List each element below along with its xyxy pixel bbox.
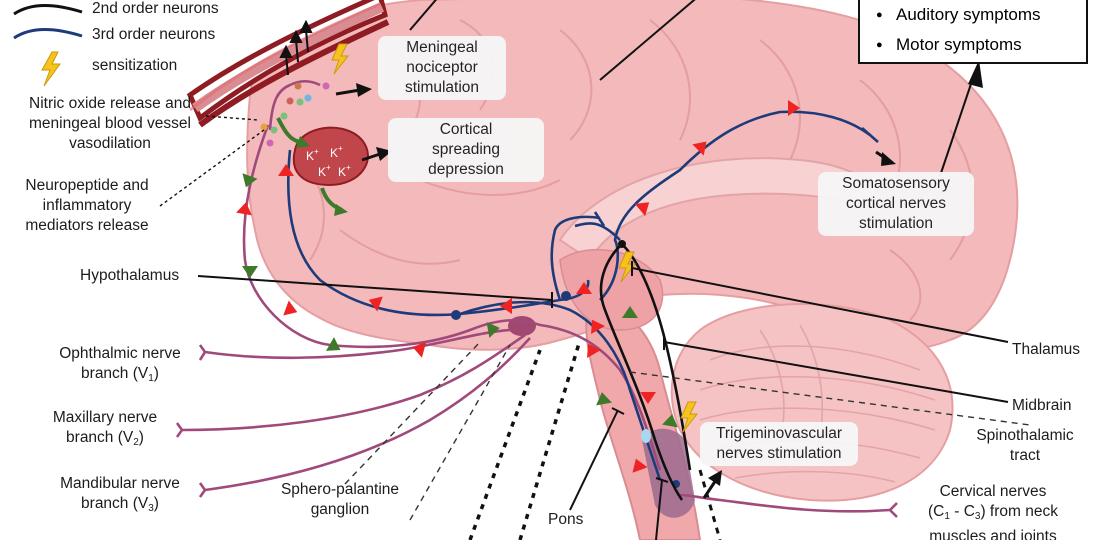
green-arrowhead	[296, 136, 310, 148]
csd-blob	[292, 126, 369, 187]
nerve-endings	[175, 344, 898, 518]
neuron-node	[451, 310, 461, 320]
svg-text:K: K	[338, 165, 346, 179]
lightning-icons	[331, 43, 699, 433]
spinal-dash	[698, 469, 722, 540]
second-order-neurons	[599, 243, 692, 501]
maxillary-label: Maxillary nerve branch (V2)	[52, 409, 158, 448]
cervical-nerves-label: Cervical nerves (C1 - C3) from neck musc…	[928, 483, 1058, 540]
synapse-bars	[593, 127, 879, 227]
midbrain-label: Midbrain	[1012, 397, 1072, 414]
svg-text:+: +	[346, 163, 351, 172]
meningeal-blood-vessel	[186, 0, 390, 128]
dotted-leaders	[159, 115, 265, 207]
somatosensory-box: Somatosensory cortical nerves stimulatio…	[818, 172, 974, 236]
first-order-nerves	[181, 79, 891, 513]
legend-third-order-line	[13, 28, 83, 40]
svg-text:K: K	[330, 146, 338, 160]
dashed-leaders	[344, 341, 1031, 521]
ophthalmic-label: Ophthalmic nerve branch (V1)	[59, 345, 181, 384]
thalamus-label: Thalamus	[1012, 341, 1081, 358]
symptoms-box: Auditory symptoms Motor symptoms	[858, 0, 1088, 64]
vessel-arrows	[279, 19, 313, 76]
pons-label: Pons	[548, 511, 584, 528]
k-ions: K + K + K + K +	[306, 144, 351, 179]
thick-dashed-leaders	[468, 339, 582, 540]
legend-second-order-line	[13, 4, 83, 16]
gyri-lines	[299, 19, 974, 321]
sphero-palantine-label: Sphero-palantine ganglion	[280, 481, 400, 518]
green-arrowhead	[334, 204, 348, 216]
meningeal-nociceptor-box: Meningeal nociceptor stimulation	[378, 36, 506, 100]
svg-text:K: K	[318, 165, 326, 179]
hypothalamus-label: Hypothalamus	[80, 267, 180, 284]
neuron-node	[561, 291, 571, 301]
nitric-oxide-label: Nitric oxide release and meningeal blood…	[29, 95, 191, 152]
legend-third-order: 3rd order neurons	[92, 26, 216, 43]
legend-lightning-icon	[41, 51, 61, 87]
mediator-dots	[260, 82, 330, 147]
symptom-arrowhead	[968, 60, 983, 88]
ganglion-node	[641, 429, 651, 443]
svg-text:+: +	[338, 144, 343, 153]
legend-sensitization: sensitization	[92, 57, 178, 74]
legend-second-order: 2nd order neurons	[92, 0, 219, 17]
trigeminovascular-box: Trigeminovascular nerves stimulation	[700, 422, 858, 466]
mandibular-label: Mandibular nerve branch (V3)	[60, 475, 180, 514]
symptom-item: Motor symptoms	[876, 34, 1086, 56]
neuron-node	[618, 240, 626, 248]
svg-text:+: +	[314, 147, 319, 156]
cortical-spreading-box: Cortical spreading depression	[388, 118, 544, 182]
svg-text:+: +	[326, 163, 331, 172]
spinothalamic-label: Spinothalamic tract	[976, 427, 1074, 464]
leader-lines	[197, 0, 1009, 540]
symptom-item: Auditory symptoms	[876, 4, 1086, 26]
neuropeptide-label: Neuropeptide and inflammatory mediators …	[25, 177, 149, 234]
svg-text:K: K	[306, 149, 314, 163]
